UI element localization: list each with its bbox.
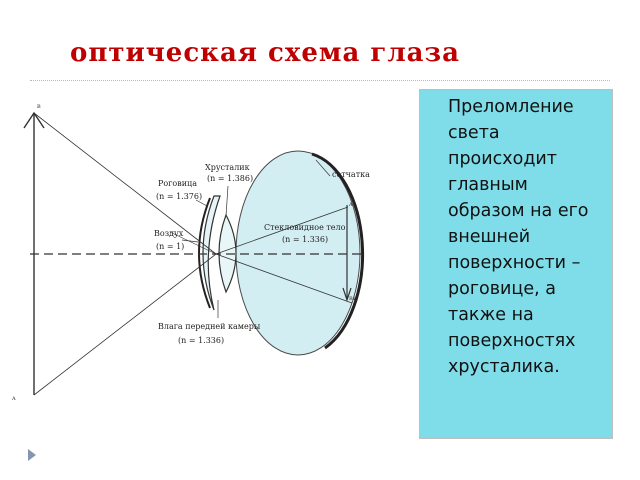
slide-title: оптическая схема глаза xyxy=(70,38,460,68)
leader-air xyxy=(181,239,199,243)
label-air: Воздух xyxy=(154,229,184,238)
label-chamber-n: (n = 1.336) xyxy=(178,336,224,345)
point-a1: A1 xyxy=(348,202,356,208)
image-arrow-head xyxy=(342,287,352,302)
label-vitreous-n: (n = 1.336) xyxy=(282,235,328,244)
ray-top xyxy=(33,112,217,255)
retina-arc xyxy=(311,152,365,350)
point-a: A xyxy=(11,396,16,402)
label-vitreous: Стекловидное тело xyxy=(264,223,346,232)
ray-bottom-inner xyxy=(215,206,349,255)
title-divider xyxy=(30,80,610,81)
label-lens: Хрусталик xyxy=(205,163,250,172)
label-cornea-n: (n = 1.376) xyxy=(156,192,202,201)
leader-lens xyxy=(225,185,229,217)
ray-top-inner xyxy=(215,253,353,304)
cornea-edge xyxy=(198,197,211,309)
leader-retina xyxy=(315,159,331,177)
label-chamber: Влага передней камеры xyxy=(158,322,261,331)
label-lens-n: (n = 1.386) xyxy=(207,174,253,183)
explanation-box: Преломление света происходит главным обр… xyxy=(419,89,613,439)
point-b: B xyxy=(37,104,41,110)
slide-bullet-icon xyxy=(28,449,36,461)
label-cornea: Роговица xyxy=(158,179,197,188)
point-b1: B1 xyxy=(349,296,356,302)
ray-aux xyxy=(169,231,217,255)
label-air-n: (n = 1) xyxy=(156,242,184,251)
eye-optical-diagram: Хрусталик (n = 1.386) Роговица (n = 1.37… xyxy=(11,104,370,402)
ray-bottom xyxy=(33,253,217,396)
cornea xyxy=(202,195,221,311)
label-retina: сетчатка xyxy=(332,170,370,179)
leader-cornea xyxy=(195,199,208,207)
